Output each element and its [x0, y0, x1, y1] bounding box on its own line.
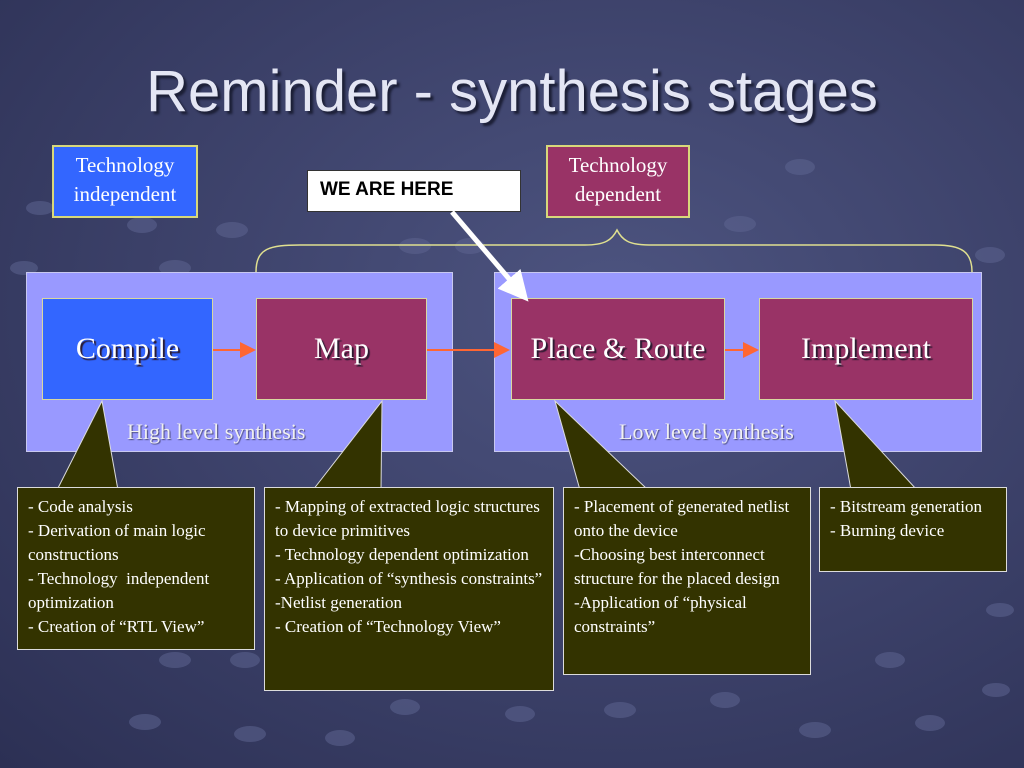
callout-compile: - Code analysis - Derivation of main log…	[17, 487, 255, 650]
callout-map-line: - Application of “synthesis constraints”	[275, 569, 543, 588]
callout-map-line: -Netlist generation	[275, 593, 402, 612]
tech-independent-line-2: independent	[73, 182, 177, 206]
tech-independent-tag: Technology independent	[52, 145, 198, 218]
callout-place-route-line: -Application of “physical constraints”	[574, 593, 752, 636]
callout-implement-line: - Bitstream generation	[830, 497, 983, 516]
callout-place-route-line: -Choosing best interconnect structure fo…	[574, 545, 780, 588]
stage-implement: Implement	[759, 298, 973, 400]
callout-implement: - Bitstream generation - Burning device	[819, 487, 1007, 572]
callout-compile-line: - Technology independent optimization	[28, 569, 214, 612]
callout-compile-line: - Creation of “RTL View”	[28, 617, 205, 636]
stage-place-route: Place & Route	[511, 298, 725, 400]
callout-implement-line: - Burning device	[830, 521, 945, 540]
callout-place-route-line: - Placement of generated netlist onto th…	[574, 497, 794, 540]
slide-title: Reminder - synthesis stages	[146, 59, 878, 124]
tech-dependent-line-2: dependent	[574, 182, 662, 206]
low-level-synthesis-label: Low level synthesis	[619, 419, 794, 444]
callout-compile-line: - Code analysis	[28, 497, 133, 516]
tech-dependent-tag: Technology dependent	[546, 145, 690, 218]
stage-map: Map	[256, 298, 427, 400]
callout-map: - Mapping of extracted logic structures …	[264, 487, 554, 691]
callout-place-route: - Placement of generated netlist onto th…	[563, 487, 811, 675]
callout-compile-line: - Derivation of main logic constructions	[28, 521, 210, 564]
high-level-synthesis-label: High level synthesis	[127, 419, 306, 444]
tech-dependent-line-1: Technology	[568, 153, 668, 177]
we-are-here-marker: WE ARE HERE	[307, 170, 521, 212]
tech-independent-line-1: Technology	[75, 153, 175, 177]
stage-compile: Compile	[42, 298, 213, 400]
callout-map-line: - Technology dependent optimization	[275, 545, 529, 564]
callout-map-line: - Mapping of extracted logic structures …	[275, 497, 545, 540]
callout-map-line: - Creation of “Technology View”	[275, 617, 501, 636]
